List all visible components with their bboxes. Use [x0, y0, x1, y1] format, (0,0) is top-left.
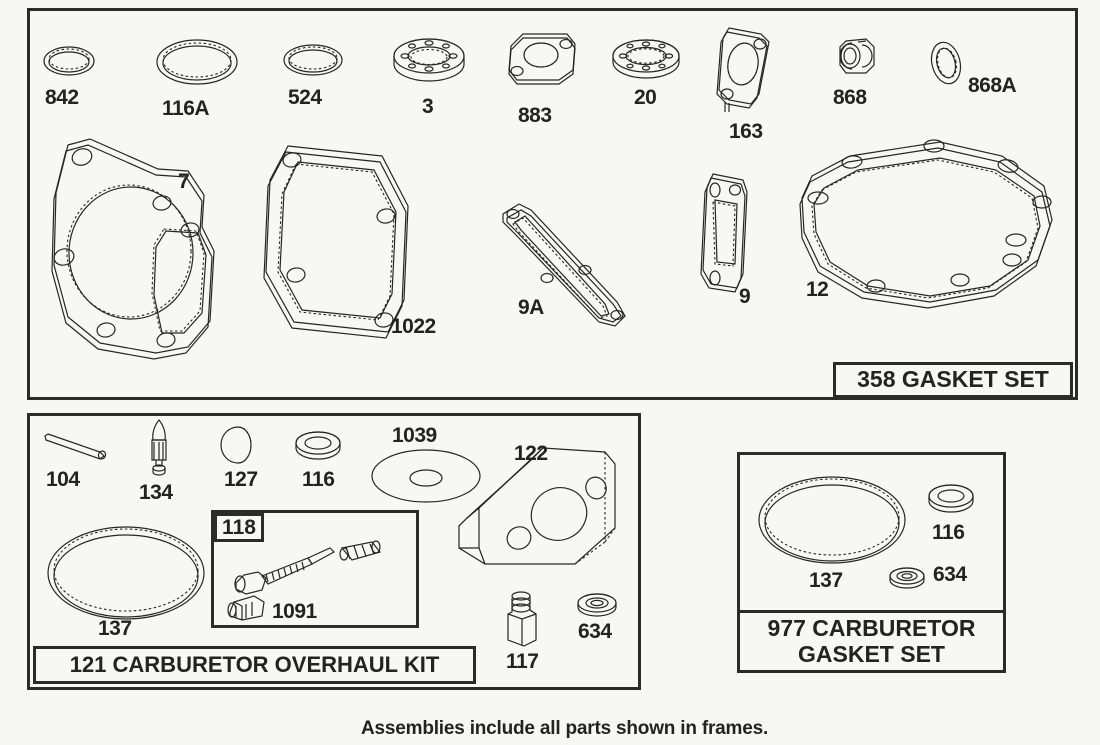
part-ref-634-kit: 634 [578, 620, 612, 643]
part-ref-116A: 116A [162, 97, 210, 120]
part-ref-1091: 1091 [272, 600, 317, 623]
page-caption: Assemblies include all parts shown in fr… [361, 718, 769, 739]
carb-gasket-set-label-box: 977 CARBURETOR GASKET SET [740, 613, 1003, 670]
part-ref-3: 3 [422, 95, 434, 118]
part-ref-9A: 9A [518, 296, 544, 319]
part-ref-134: 134 [139, 481, 173, 504]
part-ref-883: 883 [518, 104, 552, 127]
part-ref-1022: 1022 [391, 315, 436, 338]
part-ref-122: 122 [514, 442, 548, 465]
part-ref-634-set: 634 [933, 563, 967, 586]
carb-overhaul-kit-label-box: 121 CARBURETOR OVERHAUL KIT [33, 646, 476, 684]
carb-gasket-set-divider [737, 610, 1006, 613]
part-ref-104: 104 [46, 468, 80, 491]
part-ref-117: 117 [506, 650, 539, 673]
gasket-set-frame [27, 8, 1078, 400]
part-ref-137-set: 137 [809, 569, 843, 592]
part-ref-524: 524 [288, 86, 322, 109]
inset-118-frame [211, 510, 419, 628]
part-ref-1039: 1039 [392, 424, 437, 447]
part-ref-868A: 868A [968, 74, 1017, 97]
part-ref-127: 127 [224, 468, 258, 491]
gasket-set-label: 358 GASKET SET [857, 366, 1049, 393]
carb-gasket-set-label-line1: 977 CARBURETOR [767, 614, 976, 641]
part-ref-20: 20 [634, 86, 657, 109]
carb-gasket-set-label-line2: GASKET SET [798, 640, 945, 667]
part-ref-137-kit: 137 [98, 617, 132, 640]
part-ref-868: 868 [833, 86, 867, 109]
part-ref-163: 163 [729, 120, 763, 143]
inset-118-tag: 118 [214, 513, 264, 542]
carb-gasket-set-frame [737, 452, 1006, 673]
part-ref-7: 7 [178, 170, 190, 193]
inset-118-label: 118 [222, 515, 256, 539]
part-ref-116: 116 [302, 468, 335, 491]
part-ref-12: 12 [806, 278, 829, 301]
part-ref-842: 842 [45, 86, 79, 109]
carb-overhaul-kit-label: 121 CARBURETOR OVERHAUL KIT [69, 651, 440, 677]
gasket-set-label-box: 358 GASKET SET [833, 362, 1073, 398]
part-ref-9: 9 [739, 285, 751, 308]
carb-overhaul-kit-frame [27, 413, 641, 690]
part-ref-116-set: 116 [932, 521, 965, 544]
